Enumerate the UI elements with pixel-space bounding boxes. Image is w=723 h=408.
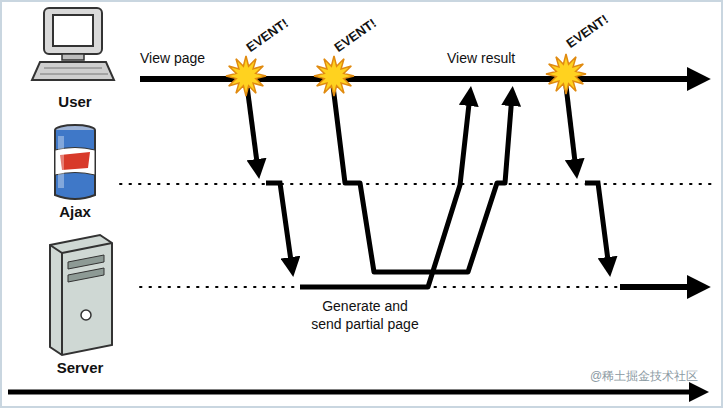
user-computer-icon [32, 8, 114, 80]
event-starburst [546, 54, 586, 94]
step-label: Generate and send partial page [306, 298, 424, 333]
server-tower-icon [50, 235, 112, 355]
actor-label: Ajax [30, 203, 120, 220]
step-label: View result [447, 50, 515, 66]
event-starburst [314, 56, 354, 96]
ajax-can-icon [55, 125, 95, 199]
actor-node: User [30, 4, 120, 116]
watermark: @稀土掘金技术社区 [590, 368, 698, 385]
actor-node: Server [30, 232, 130, 382]
actor-node: Ajax [30, 122, 120, 226]
actor-label: Server [30, 359, 130, 376]
actor-label: User [30, 93, 120, 110]
step-label: View page [140, 50, 205, 66]
event-starburst [226, 56, 266, 96]
